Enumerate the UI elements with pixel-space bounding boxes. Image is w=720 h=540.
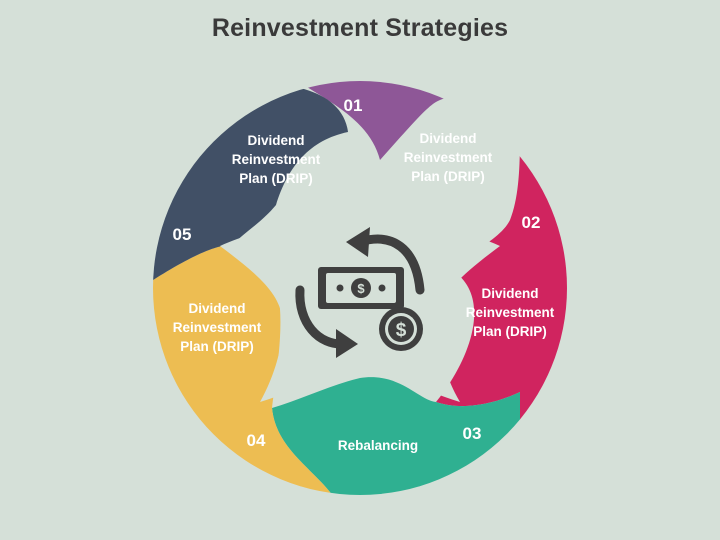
segment-3-shape — [272, 377, 520, 495]
segment-label-line: Plan (DRIP) — [411, 169, 485, 184]
segment-3-number: 03 — [463, 424, 482, 443]
segment-label-line: Dividend — [481, 286, 538, 301]
segment-1-shape — [200, 81, 520, 160]
svg-text:$: $ — [396, 320, 407, 341]
segment-4-number: 04 — [247, 431, 266, 450]
segment-label-line: Reinvestment — [173, 320, 262, 335]
segment-label-line: Plan (DRIP) — [473, 324, 547, 339]
segment-label-line: Rebalancing — [338, 438, 418, 453]
segment-2-number: 02 — [522, 213, 541, 232]
segment-1-number: 01 — [344, 96, 363, 115]
segment-label-line: Reinvestment — [404, 150, 493, 165]
segment-label-line: Dividend — [247, 133, 304, 148]
segment-label-line: Reinvestment — [466, 305, 555, 320]
segment-5-number: 05 — [173, 225, 192, 244]
svg-text:$: $ — [357, 281, 365, 296]
segment-3-label: Rebalancing — [338, 438, 418, 453]
segment-label-line: Plan (DRIP) — [239, 171, 313, 186]
money-reinvest-cycle-icon: $ $ — [295, 227, 425, 358]
page-title: Reinvestment Strategies — [211, 14, 509, 42]
segment-label-line: Reinvestment — [232, 152, 321, 167]
segment-label-line: Dividend — [188, 301, 245, 316]
segment-label-line: Dividend — [419, 131, 476, 146]
segment-label-line: Plan (DRIP) — [180, 339, 254, 354]
